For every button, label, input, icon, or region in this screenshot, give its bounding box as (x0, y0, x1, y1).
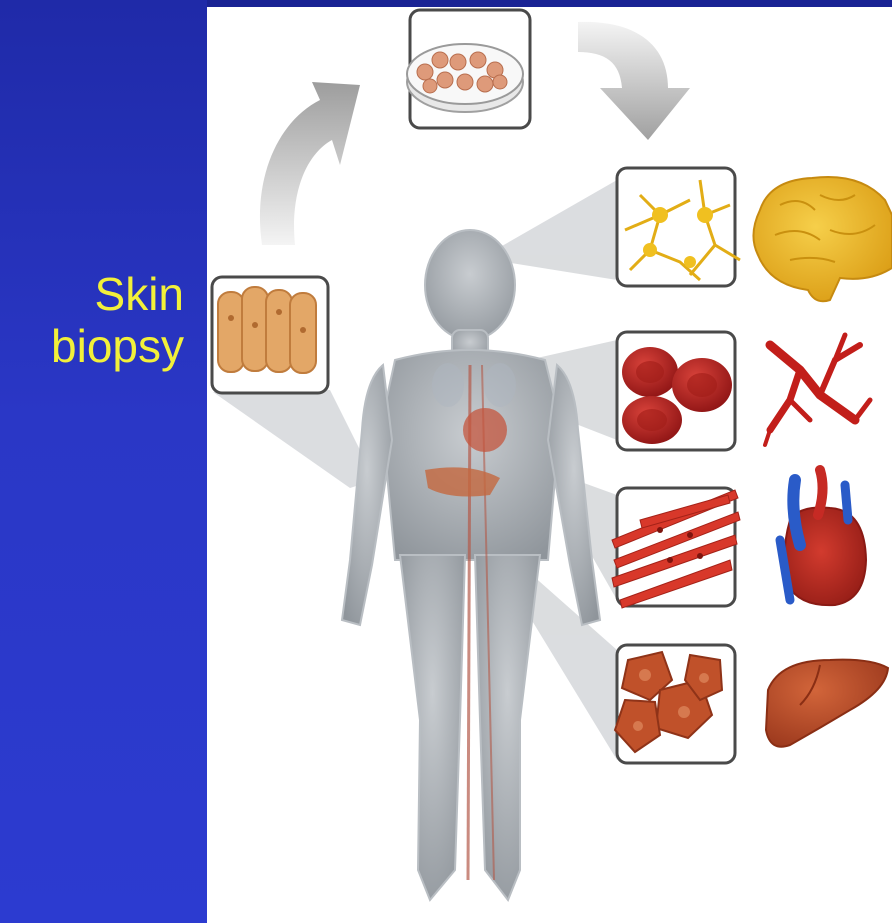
blood-vessels-icon (765, 335, 870, 445)
heart-icon (780, 470, 866, 605)
petri-dish-box (407, 10, 530, 128)
red-blood-cells-box (617, 332, 735, 450)
liver-icon (766, 660, 888, 747)
liver-cells-box (615, 645, 735, 763)
skin-cells-box (212, 277, 328, 393)
human-body (342, 230, 600, 900)
arrow-down-icon (578, 22, 690, 140)
arrow-up-icon (260, 82, 360, 245)
neurons-box (617, 168, 740, 286)
muscle-cells-box (612, 488, 740, 608)
brain-icon (753, 177, 892, 301)
